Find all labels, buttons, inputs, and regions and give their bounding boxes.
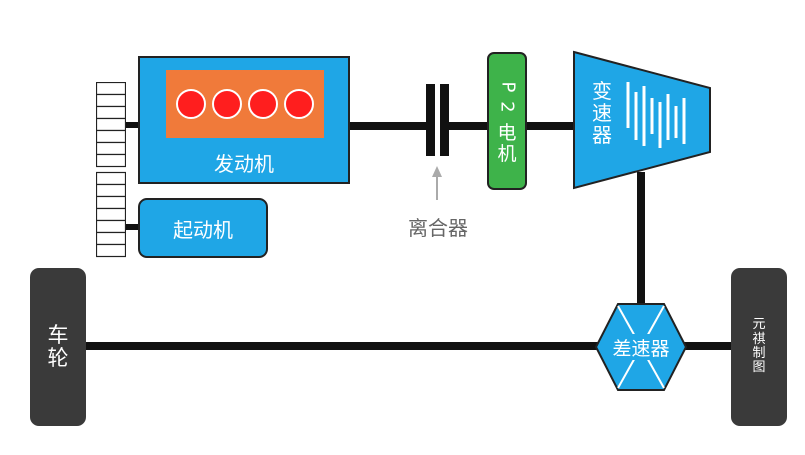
flywheel-gear xyxy=(95,81,127,258)
engine-label: 发动机 xyxy=(214,152,274,176)
watermark-char-3: 制 xyxy=(752,346,766,361)
cylinder-3 xyxy=(248,89,278,119)
transmission-output-shaft xyxy=(637,172,645,308)
wheel-left-char-1: 车 xyxy=(47,322,69,347)
p2-motor-char-1: P xyxy=(496,81,518,93)
clutch-plate-left xyxy=(426,84,435,156)
engine-shaft xyxy=(350,122,430,130)
differential-label: 差速器 xyxy=(612,338,670,360)
transmission-shape xyxy=(573,50,711,190)
engine-block: 发动机 xyxy=(138,56,350,184)
gear-engine-link xyxy=(126,122,138,128)
transmission-char-1: 变 xyxy=(592,79,612,103)
main-axle xyxy=(86,342,731,350)
transmission-char-2: 速 xyxy=(592,101,612,125)
p2-motor-block: P 2 电 机 xyxy=(487,52,527,190)
transmission-gear-lines xyxy=(626,82,686,148)
starter-block: 起动机 xyxy=(138,198,268,258)
clutch-plate-right xyxy=(440,84,449,156)
wheel-right: 元 祺 制 图 xyxy=(731,268,787,426)
p2-motor-char-2: 2 xyxy=(496,101,518,113)
watermark-char-4: 图 xyxy=(752,360,766,376)
wheel-left: 车 轮 xyxy=(30,268,86,426)
watermark-char-2: 祺 xyxy=(752,331,766,347)
starter-label: 起动机 xyxy=(173,217,233,242)
clutch-arrow-head xyxy=(432,166,442,177)
engine-cylinder-head xyxy=(166,70,324,138)
gear-starter-link xyxy=(126,224,138,230)
clutch-shaft xyxy=(445,122,487,130)
transmission-char-3: 器 xyxy=(592,123,612,147)
transmission-label: 变 速 器 xyxy=(584,80,620,146)
cylinder-4 xyxy=(284,89,314,119)
differential-label-bg xyxy=(604,334,678,360)
p2-motor-char-3: 电 xyxy=(497,121,517,144)
cylinder-1 xyxy=(176,89,206,119)
watermark-char-1: 元 xyxy=(752,317,766,333)
clutch-label: 离合器 xyxy=(408,216,468,240)
cylinder-2 xyxy=(212,89,242,119)
p2-motor-char-4: 机 xyxy=(497,142,517,165)
flywheel-gear-teeth xyxy=(95,81,127,258)
motor-shaft xyxy=(527,122,577,130)
wheel-left-char-2: 轮 xyxy=(47,346,69,370)
